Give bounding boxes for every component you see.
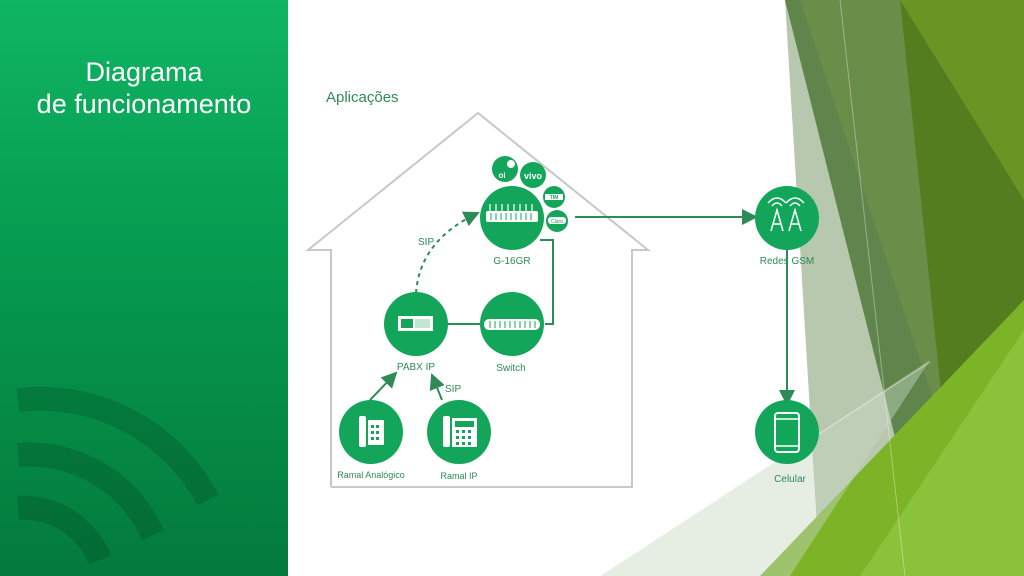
svg-text:vivo: vivo xyxy=(524,171,543,181)
operator-vivo-icon: vivo xyxy=(520,162,546,188)
gateway-label: G-16GR xyxy=(493,256,530,267)
left-panel: Diagrama de funcionamento xyxy=(0,0,288,576)
pabx-label: PABX IP xyxy=(397,362,435,373)
operator-claro-icon: Claro xyxy=(546,210,568,232)
svg-text:oi: oi xyxy=(498,171,505,180)
operator-tim-icon: TIM xyxy=(543,186,565,208)
ip-pabx-link xyxy=(429,373,445,401)
switch-device-icon xyxy=(484,319,540,330)
wifi-signal-icon xyxy=(16,386,219,565)
analog-extension-label: Ramal Analógico xyxy=(337,470,405,480)
switch-label: Switch xyxy=(496,363,525,374)
operator-oi-icon: oi xyxy=(492,156,518,182)
svg-text:Claro: Claro xyxy=(551,219,563,225)
ip-extension-node xyxy=(427,400,491,464)
diagram-heading: Aplicações xyxy=(326,89,399,106)
slide-title-line-2: de funcionamento xyxy=(36,89,252,119)
cell-tower-icon xyxy=(767,197,805,232)
analog-extension-node xyxy=(339,400,403,464)
switch-gateway-link xyxy=(540,239,554,325)
mobile-phone-node xyxy=(755,400,819,464)
smartphone-icon xyxy=(774,412,800,453)
slide-title-line-1: Diagrama xyxy=(85,57,203,87)
slide-title: Diagrama de funcionamento xyxy=(0,56,288,120)
phone-icon xyxy=(359,416,384,447)
gsm-network-label: Redes GSM xyxy=(760,256,814,267)
svg-text:TIM: TIM xyxy=(550,195,559,201)
analog-pabx-link xyxy=(369,371,398,401)
gsm-network-node xyxy=(755,186,819,250)
sip-label-bottom: SIP xyxy=(445,384,461,395)
ip-phone-icon xyxy=(443,416,477,447)
gateway-node xyxy=(480,186,544,250)
sip-label-top: SIP xyxy=(418,237,434,248)
pabx-node xyxy=(384,292,448,356)
mobile-phone-label: Celular xyxy=(774,474,806,485)
sip-dashed-link xyxy=(415,211,480,294)
gateway-device-icon xyxy=(486,211,538,222)
ip-extension-label: Ramal IP xyxy=(440,471,477,481)
switch-node xyxy=(480,292,544,356)
house-outline xyxy=(305,111,651,488)
